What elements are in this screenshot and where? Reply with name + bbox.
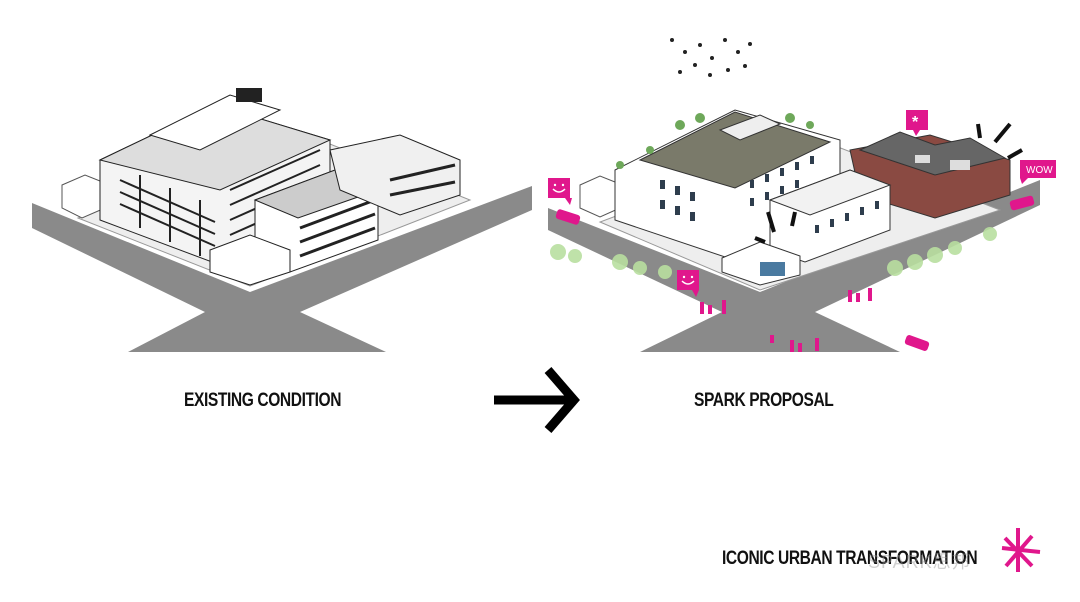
arrow-icon [494,367,580,433]
smiley-bubble-icon [677,270,699,297]
star-bubble-icon [906,110,928,136]
road [32,186,532,352]
smiley-bubble-icon [548,178,572,205]
people [700,288,872,352]
wow-bubble-icon [1020,160,1056,184]
birds [670,38,752,77]
existing-condition-illustration [32,88,532,352]
spark-proposal-illustration [548,38,1056,352]
spark-logo-icon [1001,528,1041,572]
watermark: SPARK思邦 [868,552,971,572]
existing-condition-label: EXISTING CONDITION [184,390,342,411]
spark-proposal-label: SPARK PROPOSAL [694,390,834,411]
car-icon [555,195,1035,351]
footer-caption: ICONIC URBAN TRANSFORMATION [722,548,978,569]
trees [550,227,997,279]
